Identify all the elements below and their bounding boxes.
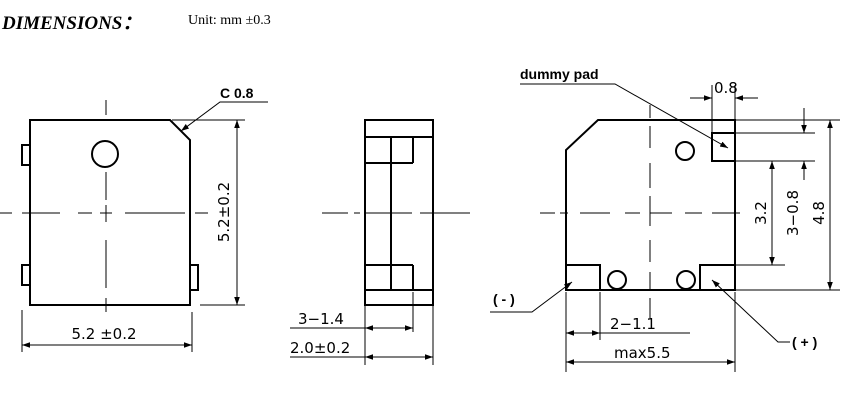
header: DIMENSIONS： Unit: mm ±0.3 <box>2 8 271 35</box>
positive-terminal-label: ( + ) <box>792 334 817 350</box>
positive-pad <box>699 264 736 291</box>
pad-inner-label: 3−0.8 <box>784 190 802 236</box>
chamfer-label: C 0.8 <box>220 85 254 101</box>
dummy-pad <box>711 132 736 162</box>
side-dimensions <box>290 292 434 365</box>
bottom-dimensions <box>490 83 840 372</box>
front-left-bottom-tab <box>21 264 31 286</box>
front-dimensions <box>21 101 268 352</box>
front-left-top-tab <box>21 144 31 166</box>
negative-pad <box>565 264 601 291</box>
side-outer-label: 2.0±0.2 <box>290 339 350 357</box>
front-height-label: 5.2±0.2 <box>215 182 233 242</box>
dummy-pad-label: dummy pad <box>520 66 599 82</box>
pad-width-label: 0.8 <box>714 79 738 97</box>
bottom-left-hole <box>607 270 627 290</box>
bottom-centerlines <box>540 105 740 318</box>
top-hole <box>675 141 695 161</box>
front-width-label: 5.2 ±0.2 <box>71 325 136 343</box>
pad-pitch-label: 2−1.1 <box>610 315 656 333</box>
max-width-label: max5.5 <box>614 344 671 362</box>
front-right-bottom-tab <box>189 264 199 291</box>
front-view <box>21 119 199 306</box>
side-inner-label: 3−1.4 <box>298 310 344 328</box>
unit-note: Unit: mm ±0.3 <box>188 13 271 28</box>
bottom-right-hole <box>676 270 696 290</box>
front-sound-hole <box>91 140 119 168</box>
pad-span-label: 3.2 <box>752 201 770 225</box>
body-height-label: 4.8 <box>810 201 828 225</box>
front-centerlines <box>0 100 208 312</box>
negative-terminal-label: ( - ) <box>493 291 515 307</box>
dimensions-title: DIMENSIONS： <box>2 13 142 34</box>
